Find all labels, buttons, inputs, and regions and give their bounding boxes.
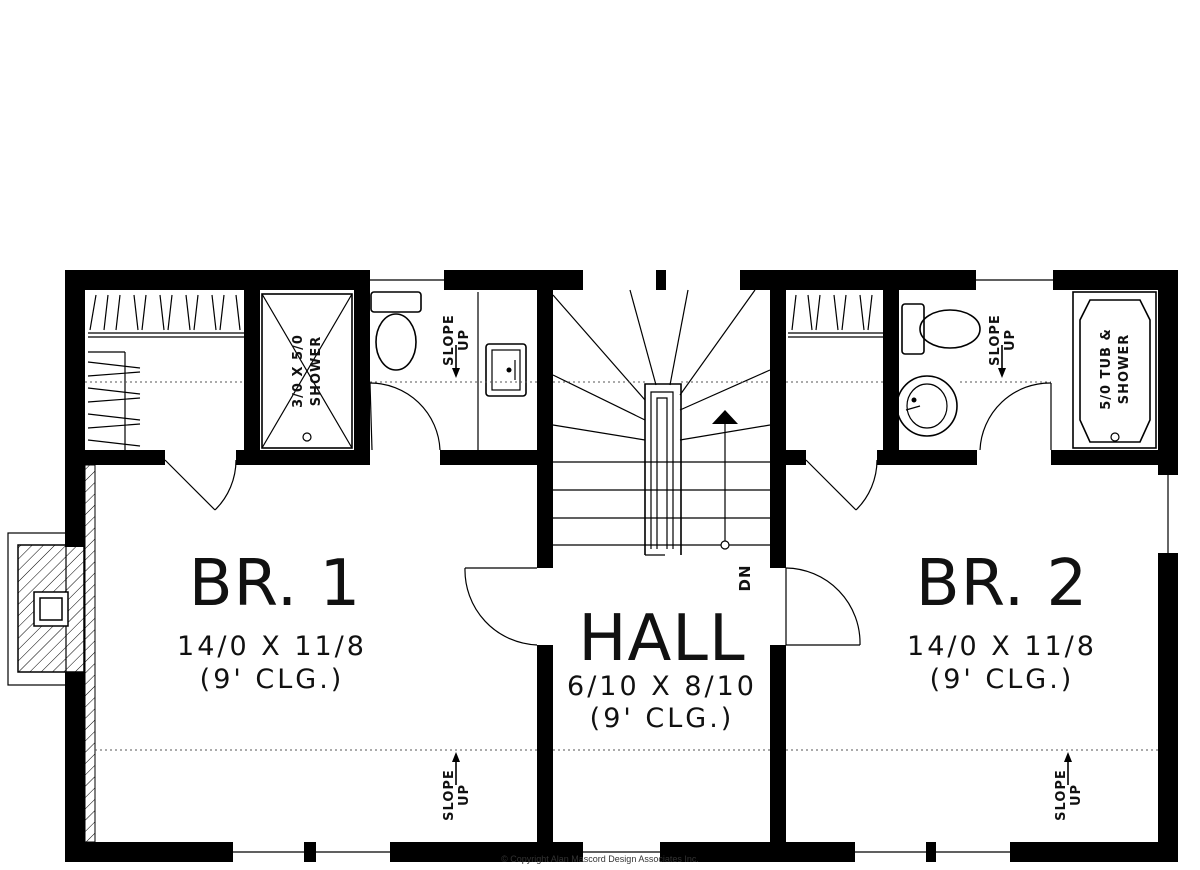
hall-ceiling: (9' CLG.) <box>590 703 735 734</box>
slope-arrow-br2: SLOPE UP <box>1054 752 1084 821</box>
svg-text:UP: UP <box>457 784 472 806</box>
chimney <box>7 464 96 843</box>
svg-text:SLOPE: SLOPE <box>988 314 1003 366</box>
br2-ceiling: (9' CLG.) <box>930 664 1075 695</box>
shower-1: 3/0 X 5/0 SHOWER <box>261 293 353 449</box>
br1-size: 14/0 X 11/8 <box>177 631 367 662</box>
stair: DN <box>552 289 771 592</box>
bath-2-sink <box>896 375 958 437</box>
bath-1-door <box>369 382 441 451</box>
svg-text:SLOPE: SLOPE <box>442 314 457 366</box>
br1-door <box>464 567 538 646</box>
svg-text:UP: UP <box>457 329 472 351</box>
interior-walls <box>85 285 1178 857</box>
slope-arrow-br1: SLOPE UP <box>442 752 472 821</box>
svg-text:SLOPE: SLOPE <box>1054 769 1069 821</box>
br1-ceiling: (9' CLG.) <box>200 664 345 695</box>
bath-1-toilet <box>370 291 422 371</box>
hall-size: 6/10 X 8/10 <box>567 671 757 702</box>
hall-name: HALL <box>578 602 745 676</box>
slope-lines <box>85 381 1158 751</box>
slope-arrow-bath2: SLOPE UP <box>988 314 1018 378</box>
br2-size: 14/0 X 11/8 <box>907 631 1097 662</box>
stair-dn-label: DN <box>736 564 754 591</box>
br1-closet <box>87 294 244 511</box>
shower-1-label-line2: SHOWER <box>309 336 324 407</box>
tub-shower: 5/0 TUB & SHOWER <box>1072 291 1157 449</box>
tub-label-line2: SHOWER <box>1117 334 1132 405</box>
svg-text:UP: UP <box>1069 784 1084 806</box>
copyright-notice: © Copyright Alan Mascord Design Associat… <box>501 854 699 864</box>
svg-text:SLOPE: SLOPE <box>442 769 457 821</box>
br2-closet <box>788 294 883 511</box>
svg-text:UP: UP <box>1003 329 1018 351</box>
bath-2-door <box>979 382 1052 451</box>
br2-door <box>785 567 861 646</box>
exterior-walls <box>65 270 1178 862</box>
br1-name: BR. 1 <box>189 547 362 621</box>
tub-label-line1: 5/0 TUB & <box>1099 328 1114 410</box>
slope-arrow-bath1: SLOPE UP <box>442 314 472 378</box>
shower-1-label-line1: 3/0 X 5/0 <box>291 334 306 408</box>
br2-name: BR. 2 <box>916 547 1089 621</box>
bath-2-toilet <box>901 303 981 355</box>
bath-1-sink <box>477 292 527 450</box>
